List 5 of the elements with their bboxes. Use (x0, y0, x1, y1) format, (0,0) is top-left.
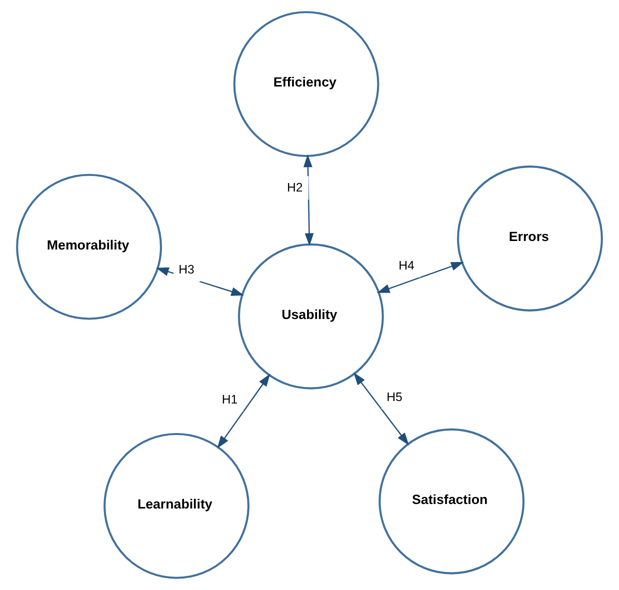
edge-label: H5 (386, 390, 402, 404)
edge-label: H2 (286, 180, 303, 195)
edge-label: H1 (222, 392, 238, 406)
edge-label: H4 (398, 258, 414, 272)
edge-label: H3 (178, 262, 194, 277)
